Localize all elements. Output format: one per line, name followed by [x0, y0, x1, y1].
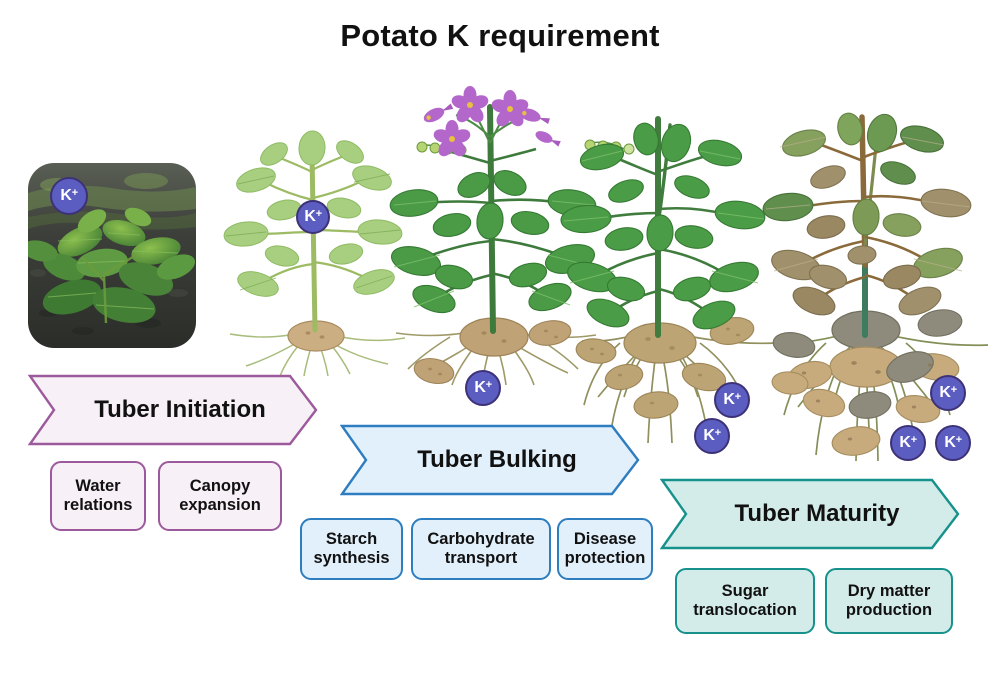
stage-label-tuber-initiation: Tuber Initiation [94, 396, 266, 423]
feature-label: Sugar translocation [693, 582, 797, 621]
k-badge-flowering-1: K+ [465, 370, 501, 406]
feature-label-line2: transport [444, 549, 518, 567]
feature-box-dry-matter-production[interactable]: Dry matter production [825, 568, 953, 634]
feature-box-starch-synthesis[interactable]: Starch synthesis [300, 518, 403, 580]
plant-seedling: K+ [220, 130, 410, 380]
feature-label-line1: Canopy [189, 476, 251, 495]
feature-label: Starch synthesis [313, 530, 389, 569]
plant-bulking-illustration [560, 116, 777, 444]
k-badge-symbol: K [899, 434, 911, 451]
feature-label-line2: expansion [179, 496, 261, 514]
feature-label-line1: Dry matter [847, 581, 931, 600]
k-badge-symbol: K [703, 427, 715, 444]
tuber-cluster [413, 317, 572, 385]
plant-senescing-illustration [762, 112, 989, 462]
feature-label-line2: translocation [693, 601, 797, 619]
stage-label-tuber-bulking: Tuber Bulking [417, 446, 577, 473]
feature-label-line1: Disease [573, 529, 637, 548]
stage-banner-tuber-bulking[interactable]: Tuber Bulking [340, 424, 640, 496]
stage-label-tuber-maturity: Tuber Maturity [734, 500, 900, 527]
k-badge-symbol: K [939, 384, 951, 401]
chevron-shape-maturity [660, 478, 960, 550]
k-badge-symbol: K [60, 187, 72, 204]
k-badge-senescing-3: K+ [935, 425, 971, 461]
k-badge-symbol: K [474, 379, 486, 396]
plant-bulking: K+ K+ [560, 105, 795, 454]
chevron-shape-bulking [340, 424, 640, 496]
flower-cluster [423, 86, 561, 157]
feature-label-line1: Water [75, 476, 121, 495]
tuber-cluster [575, 317, 755, 419]
k-badge-senescing-2: K+ [890, 425, 926, 461]
plant-senescing: K+ K+ K+ [762, 105, 995, 470]
feature-label-line2: production [845, 601, 933, 619]
feature-label: Dry matter production [846, 582, 932, 621]
feature-label-line1: Starch [325, 529, 378, 548]
k-badge-photo: K+ [50, 177, 88, 215]
feature-label-line1: Carbohydrate [427, 529, 535, 548]
k-badge-symbol: K [944, 434, 956, 451]
chevron-shape-initiation [28, 374, 318, 446]
feature-label: Carbohydrate transport [427, 530, 534, 569]
plant-flowering-illustration [389, 86, 597, 386]
page-title: Potato K requirement [340, 18, 660, 53]
feature-label-line2: relations [63, 496, 133, 514]
feature-label: Water relations [64, 477, 133, 516]
feature-label: Disease protection [565, 530, 646, 569]
k-badge-symbol: K [723, 391, 735, 408]
k-badge-bulking-2: K+ [694, 418, 730, 454]
plant-flowering: K+ [389, 85, 600, 406]
feature-box-water-relations[interactable]: Water relations [50, 461, 146, 531]
feature-label-line2: protection [564, 549, 646, 567]
potato-field-photo: K+ [28, 163, 196, 348]
plant-seedling-illustration [223, 130, 406, 377]
stage-banner-tuber-maturity[interactable]: Tuber Maturity [660, 478, 960, 550]
feature-box-canopy-expansion[interactable]: Canopy expansion [158, 461, 282, 531]
feature-label: Canopy expansion [179, 477, 261, 516]
k-badge-senescing-1: K+ [930, 375, 966, 411]
feature-box-sugar-translocation[interactable]: Sugar translocation [675, 568, 815, 634]
potato-field-photo-image [28, 163, 196, 348]
k-badge-symbol: K [304, 208, 316, 225]
k-badge-seedling-1: K+ [296, 200, 330, 234]
feature-box-carbohydrate-transport[interactable]: Carbohydrate transport [411, 518, 551, 580]
stage-banner-tuber-initiation[interactable]: Tuber Initiation [28, 374, 318, 446]
k-badge-bulking-1: K+ [714, 382, 750, 418]
feature-box-disease-protection[interactable]: Disease protection [557, 518, 653, 580]
feature-label-line2: synthesis [313, 549, 390, 567]
feature-label-line1: Sugar [721, 581, 769, 600]
